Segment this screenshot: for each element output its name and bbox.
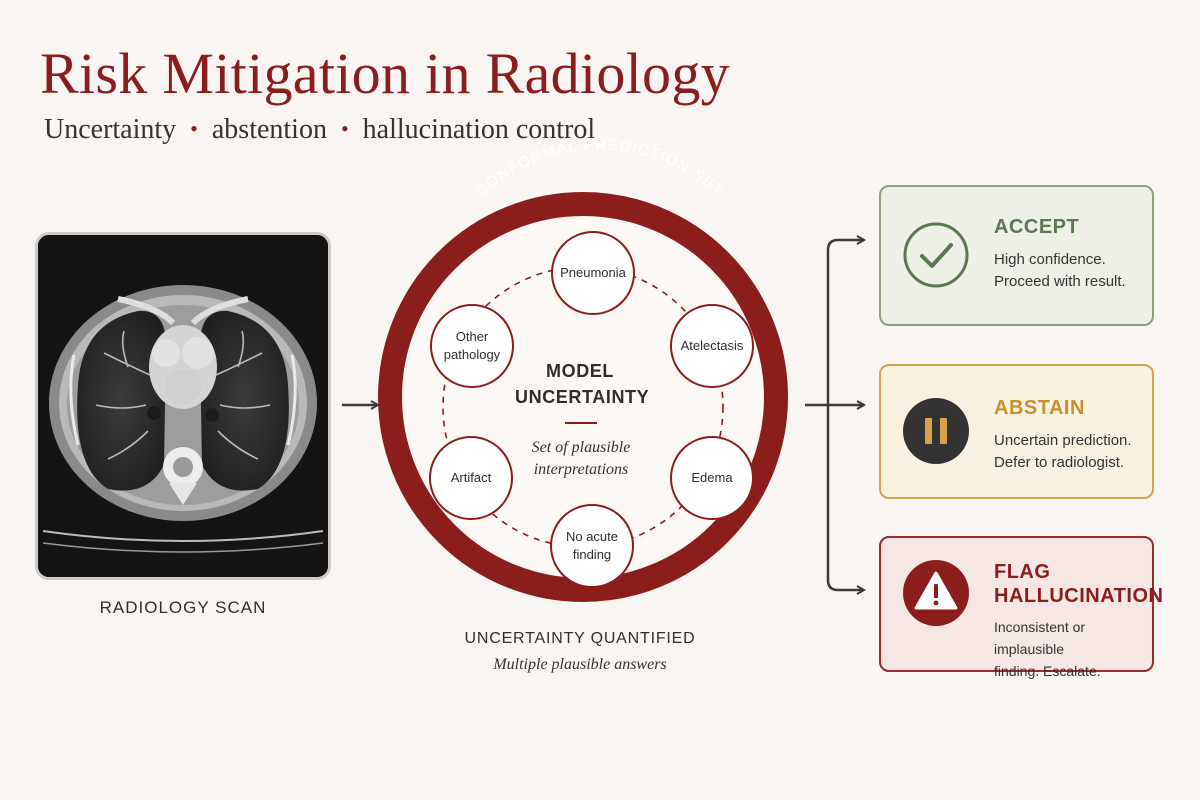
node-atelectasis <box>670 304 754 388</box>
node-label-atelectasis: Atelectasis <box>680 338 744 353</box>
pause-circle-icon <box>903 398 969 464</box>
node-other-pathology <box>430 304 514 388</box>
radiology-scan-image <box>35 232 331 580</box>
center-divider <box>565 422 597 424</box>
uncertainty-caption-title: UNCERTAINTY QUANTIFIED <box>464 630 696 647</box>
node-no-acute-finding <box>550 504 634 588</box>
outcome-card-abstain: ABSTAIN Uncertain prediction.Defer to ra… <box>879 364 1154 499</box>
abstain-description: Uncertain prediction.Defer to radiologis… <box>994 432 1132 471</box>
node-label-edema: Edema <box>691 470 733 485</box>
node-pneumonia <box>551 231 635 315</box>
page-title: Risk Mitigation in Radiology <box>40 41 730 106</box>
ring-label: CONFORMAL PREDICTION SET <box>473 136 727 200</box>
ct-scan-illustration <box>38 235 328 577</box>
branch-connector <box>826 238 839 592</box>
subtitle-separator: • <box>340 116 349 141</box>
subtitle-hallucination-control: hallucination control <box>362 114 596 145</box>
node-artifact <box>429 436 513 520</box>
accept-title: ACCEPT <box>994 216 1080 238</box>
subtitle-abstention: abstention <box>211 114 327 145</box>
conformal-set-ring <box>378 192 788 602</box>
scan-label: RADIOLOGY SCAN <box>99 598 267 617</box>
node-edema <box>670 436 754 520</box>
subtitle-separator: • <box>190 116 198 141</box>
outcome-card-accept: ACCEPT High confidence.Proceed with resu… <box>879 185 1154 326</box>
page-subtitle: Uncertainty • abstention • hallucination con… <box>44 114 595 146</box>
uncertainty-caption-subtitle: Multiple plausible answers <box>493 656 667 673</box>
subtitle-uncertainty: Uncertainty <box>44 114 177 145</box>
node-label-artifact: Artifact <box>450 470 492 485</box>
check-circle-icon <box>903 222 969 288</box>
warning-triangle-icon <box>903 560 969 626</box>
node-label-pneumonia: Pneumonia <box>560 265 626 280</box>
accept-description: High confidence.Proceed with result. <box>994 251 1126 290</box>
abstain-title: ABSTAIN <box>994 397 1085 419</box>
